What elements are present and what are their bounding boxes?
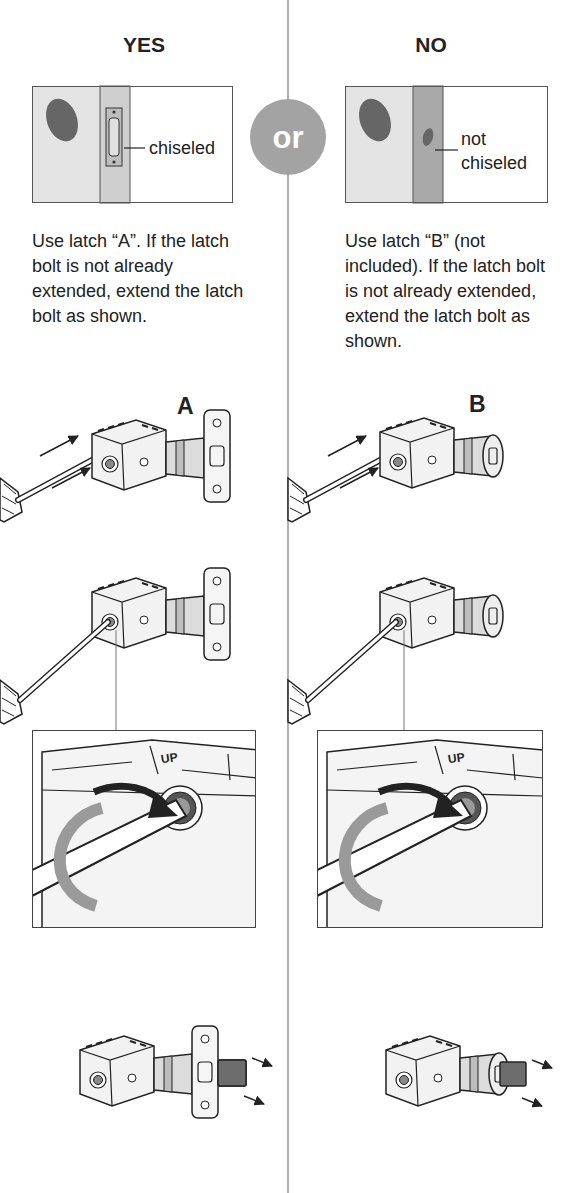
door-edge-not-chiseled-part <box>413 86 443 203</box>
latch-a-extended-part <box>244 1096 264 1104</box>
door-edge-not-chiseled-part <box>345 86 548 203</box>
latch-b-row2-part <box>380 578 503 648</box>
latch-a-row1 <box>0 410 230 522</box>
latch-a-row2 <box>0 568 230 730</box>
zoom-inset: UP <box>317 730 543 928</box>
instruction-text: Use latch “B” (not included). If the lat… <box>345 229 547 354</box>
door-edge-chiseled-part <box>40 94 83 146</box>
inset-zoom-b <box>317 730 543 928</box>
latch-a-row2-part <box>116 630 117 730</box>
latch-a-row1-part <box>0 436 96 522</box>
latch-letter: B <box>469 390 486 419</box>
latch-a-row1-part <box>92 410 230 502</box>
door-edge-chiseled-part <box>112 160 115 163</box>
latch-a-extended-part <box>252 1058 272 1066</box>
latch-a-extended-part <box>218 1060 246 1086</box>
latch-b-row2-part <box>288 622 396 724</box>
door-edge-not-chiseled <box>345 86 548 203</box>
inset-zoom-a <box>32 730 256 928</box>
door-edge-chiseled-part <box>112 110 115 113</box>
zoom-inset: UP <box>32 730 256 928</box>
door-edge-chiseled-part <box>106 108 122 166</box>
inset-zoom-b-part <box>317 730 543 928</box>
door-edge-not-chiseled-part <box>353 94 396 146</box>
inset-zoom-a-part <box>32 730 256 928</box>
door-edge-not-chiseled-part <box>435 149 458 150</box>
node-text: UP <box>160 750 179 767</box>
latch-a-extended <box>80 1026 272 1118</box>
door-box: chiseled <box>32 86 233 203</box>
latch-b-row1 <box>288 418 503 522</box>
column-heading: NO <box>288 32 574 58</box>
node-text: not chiseled <box>461 127 547 175</box>
latch-b-extended <box>386 1036 552 1106</box>
latch-a-extended-part <box>80 1026 218 1118</box>
door-edge-chiseled-part <box>124 147 145 148</box>
door-edge-chiseled <box>32 86 233 203</box>
latch-a-row2-part <box>0 622 108 724</box>
door-edge-chiseled-part <box>32 86 100 203</box>
latch-a-row2-part <box>92 568 230 660</box>
instruction-text: Use latch “A”. If the latch bolt is not … <box>32 229 252 329</box>
latch-b-row2 <box>288 578 503 730</box>
latch-b-row2-part <box>404 630 405 730</box>
latch-b-row1-part <box>380 418 503 488</box>
door-edge-not-chiseled-part <box>345 86 413 203</box>
door-edge-chiseled-part <box>32 86 233 203</box>
latch-b-extended-part <box>522 1098 542 1106</box>
latch-b-row1-part <box>288 436 384 522</box>
latch-b-extended-part <box>532 1060 552 1068</box>
node-text: or <box>250 99 326 175</box>
column-divider <box>287 0 289 1193</box>
latch-b-extended-part <box>500 1062 526 1086</box>
door-edge-not-chiseled-part <box>421 127 435 147</box>
door-edge-chiseled-part <box>100 86 130 203</box>
or-circle: or <box>250 99 326 175</box>
node-text: chiseled <box>149 137 215 160</box>
node-text: UP <box>447 750 466 767</box>
column-heading: YES <box>0 32 288 58</box>
door-box: not chiseled <box>345 86 548 203</box>
latch-b-extended-part <box>386 1036 509 1106</box>
latch-a-extended-part <box>218 1060 246 1086</box>
latch-letter: A <box>177 392 194 421</box>
door-edge-chiseled-part <box>109 118 119 156</box>
